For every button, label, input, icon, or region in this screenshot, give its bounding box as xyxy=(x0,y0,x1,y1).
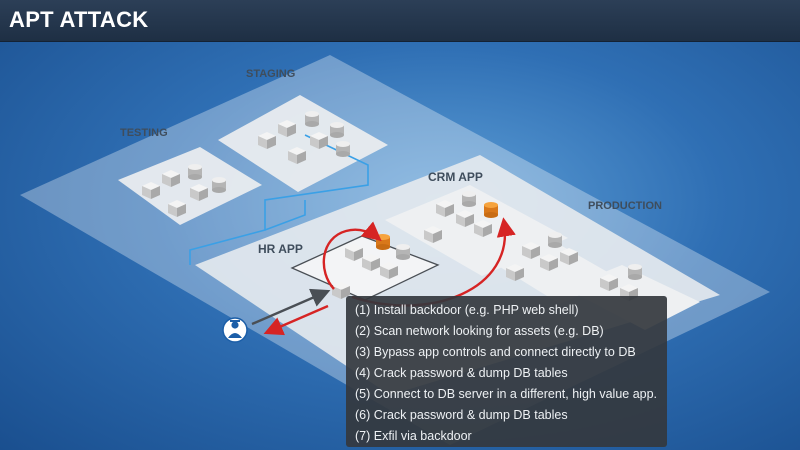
staging-zone xyxy=(218,95,388,192)
zone-label-production: PRODUCTION xyxy=(588,200,662,212)
database-icon xyxy=(628,264,642,280)
attack-step: (7) Exfil via backdoor xyxy=(355,429,472,443)
attack-arrow-exfil xyxy=(263,304,329,336)
attack-step: (2) Scan network looking for assets (e.g… xyxy=(355,324,604,338)
database-icon xyxy=(462,191,476,207)
database-icon xyxy=(212,177,226,193)
hacker-icon xyxy=(222,317,248,343)
zone-label-staging: STAGING xyxy=(246,68,295,80)
database-icon xyxy=(396,244,410,260)
database-icon xyxy=(330,122,344,138)
page-title: APT ATTACK xyxy=(9,7,149,32)
attack-step: (5) Connect to DB server in a different,… xyxy=(355,387,658,401)
zone-label-hr-app: HR APP xyxy=(258,242,303,256)
attack-arrow-scan xyxy=(322,221,382,290)
database-icon xyxy=(188,164,202,180)
testing-zone xyxy=(118,147,262,225)
database-icon xyxy=(548,232,562,248)
production-zone xyxy=(195,155,720,395)
target-database-icon xyxy=(484,202,498,218)
attack-step: (6) Crack password & dump DB tables xyxy=(355,408,568,422)
database-icon xyxy=(336,141,350,157)
title-bar: APT ATTACK xyxy=(0,0,800,42)
database-icon xyxy=(305,111,319,127)
attack-steps-panel: (1) Install backdoor (e.g. PHP web shell… xyxy=(346,296,667,447)
attack-step: (1) Install backdoor (e.g. PHP web shell… xyxy=(355,303,579,317)
attack-step: (4) Crack password & dump DB tables xyxy=(355,366,568,380)
attack-step: (3) Bypass app controls and connect dire… xyxy=(355,345,636,359)
network-line xyxy=(264,200,306,231)
target-database-icon xyxy=(376,234,390,250)
zone-label-testing: TESTING xyxy=(120,127,168,139)
zone-label-crm-app: CRM APP xyxy=(428,170,483,184)
network-line xyxy=(189,134,369,265)
